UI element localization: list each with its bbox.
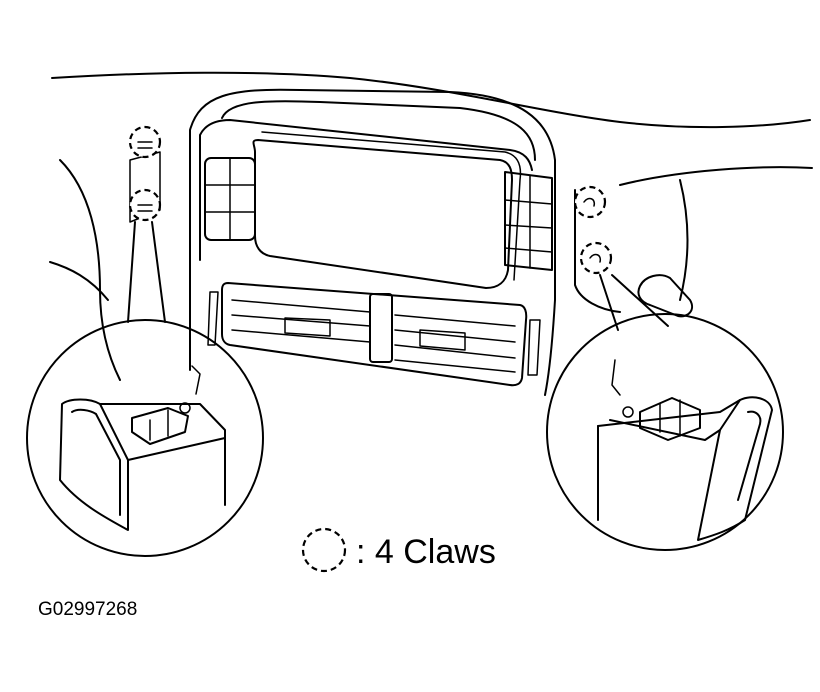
right-console-edge: [574, 189, 621, 313]
center-bezel-outer: [189, 88, 556, 396]
center-bezel-inner: [199, 119, 533, 261]
center-bezel-top-slot: [221, 100, 536, 161]
shift-knob: [637, 274, 694, 318]
center-air-vents: [207, 282, 541, 387]
claw-marker-3: [573, 185, 607, 219]
legend-dashed-circle-icon: [301, 527, 347, 573]
claw-marker-4: [579, 241, 613, 275]
left-switch-grid: [204, 157, 256, 241]
legend: : 4 Claws: [301, 527, 496, 573]
dashboard-lower-edge-right: [619, 166, 813, 186]
claw-detail-4: [589, 253, 602, 263]
display-screen: [252, 139, 513, 289]
display-screen-frame: [261, 131, 522, 281]
right-switch-grid: [504, 171, 553, 271]
left-detail-callout: [26, 319, 264, 557]
right-callout-leader: [599, 274, 669, 331]
legend-label: : 4 Claws: [356, 533, 496, 571]
figure-code: G02997268: [38, 599, 137, 620]
dashboard-top-edge: [51, 71, 811, 129]
left-panel-edge: [49, 261, 109, 301]
left-callout-leader: [127, 221, 166, 323]
right-detail-callout: [546, 313, 784, 551]
right-console-curve: [679, 179, 689, 301]
claw-detail-2: [137, 204, 153, 212]
claw-detail-3: [583, 197, 596, 207]
claw-detail-1: [137, 141, 153, 149]
